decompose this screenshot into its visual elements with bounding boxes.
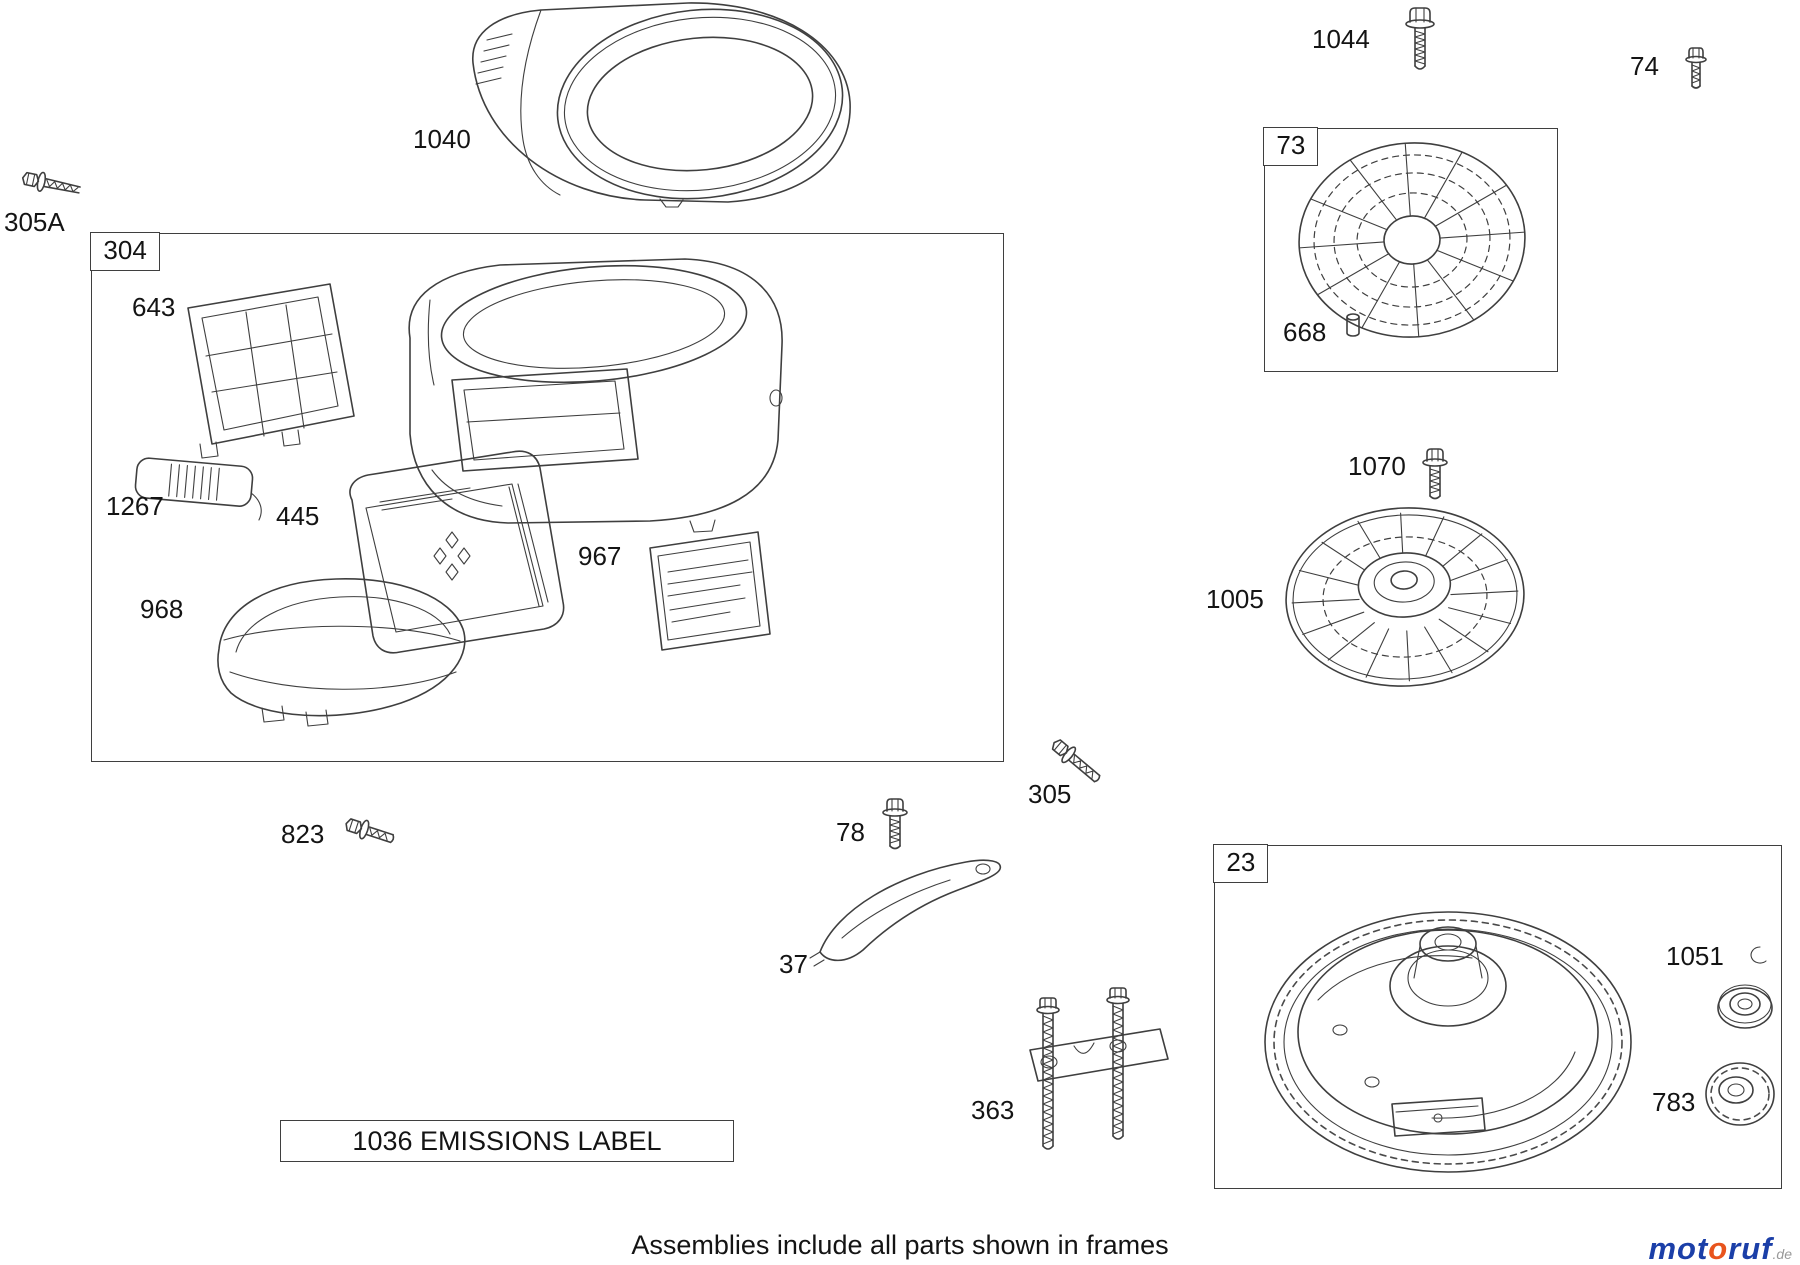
assembly-frame-73: 73 [1263, 127, 1558, 372]
bolt-78-drawing [882, 798, 908, 850]
part-label-968: 968 [140, 594, 184, 624]
fan-1005-drawing [1285, 507, 1525, 687]
flywheel-23-drawing [1264, 911, 1632, 1173]
bolt-823-drawing [345, 818, 395, 844]
part-label-1051: 1051 [1666, 941, 1724, 971]
bolt-1044-drawing [1405, 7, 1435, 70]
logo-text-pre: mot [1648, 1231, 1709, 1265]
logo-text-o: o [1708, 1231, 1729, 1265]
strip-1267-drawing [134, 457, 262, 521]
part-label-1070: 1070 [1348, 451, 1406, 481]
motoruf-logo: motoruf.de [1580, 1231, 1792, 1265]
frame-304-tag: 304 [90, 232, 160, 272]
part-label-305A: 305A [4, 207, 65, 237]
cover-1040-drawing [472, 2, 851, 208]
emissions-label-text: 1036 EMISSIONS LABEL [352, 1125, 662, 1156]
housing-304-drawing [408, 258, 783, 533]
part-label-74: 74 [1630, 51, 1659, 81]
washer-1051-drawing [1717, 946, 1773, 1029]
logo-text-post: ruf [1728, 1231, 1773, 1265]
part-label-1005: 1005 [1206, 584, 1264, 614]
part-label-445: 445 [276, 501, 320, 531]
tool-363-drawing [1029, 987, 1169, 1150]
frame-73-tag: 73 [1263, 127, 1319, 167]
part-label-37: 37 [779, 949, 808, 979]
part-label-1267: 1267 [106, 491, 164, 521]
bolt-1070-drawing [1422, 448, 1448, 500]
spacer-668-drawing [1346, 313, 1360, 337]
plate-37-drawing [809, 859, 1002, 967]
panel-445-drawing [349, 450, 565, 654]
part-label-305: 305 [1028, 779, 1072, 809]
part-label-668: 668 [1283, 317, 1327, 347]
emissions-label-box: 1036 EMISSIONS LABEL [280, 1120, 734, 1162]
part-label-1040: 1040 [413, 124, 471, 154]
logo-tld: .de [1772, 1246, 1792, 1262]
part-label-783: 783 [1652, 1087, 1696, 1117]
screw-74-drawing [1685, 47, 1707, 89]
part-label-363: 363 [971, 1095, 1015, 1125]
bolt-305A-drawing [21, 171, 81, 194]
part-label-78: 78 [836, 817, 865, 847]
assembly-frame-304: 304 [90, 232, 1004, 762]
frame-23-tag: 23 [1213, 844, 1269, 884]
footer-note: Assemblies include all parts shown in fr… [631, 1230, 1169, 1260]
screen-643-drawing [187, 283, 355, 459]
part-label-643: 643 [132, 292, 176, 322]
assembly-frame-23: 23 [1213, 844, 1782, 1189]
gear-783-drawing [1705, 1062, 1775, 1126]
sticker-967-drawing [649, 531, 771, 651]
bolt-305-drawing [1051, 739, 1101, 783]
part-label-1044: 1044 [1312, 24, 1370, 54]
cover-968-drawing [217, 578, 466, 727]
part-label-823: 823 [281, 819, 325, 849]
screen-73-drawing [1298, 142, 1526, 338]
part-label-967: 967 [578, 541, 622, 571]
